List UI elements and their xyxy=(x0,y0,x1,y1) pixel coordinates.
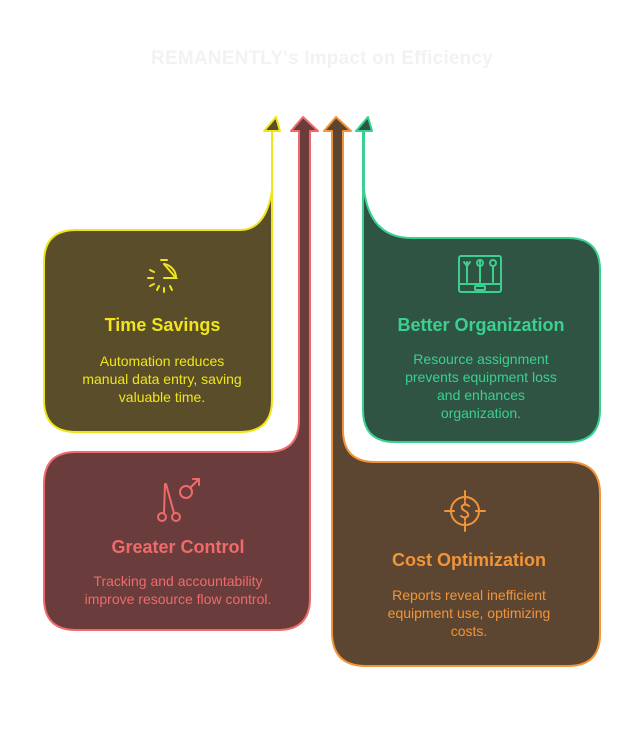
cost-optimization-line: equipment use, optimizing xyxy=(387,605,551,621)
greater-control-line: Tracking and accountability xyxy=(93,573,263,589)
stopwatch-icon xyxy=(142,254,186,303)
cost-optimization-shape xyxy=(323,116,601,667)
time-savings-title: Time Savings xyxy=(104,315,221,335)
better-organization-shape xyxy=(355,116,601,443)
greater-control-shape xyxy=(43,116,319,631)
cost-optimization-line: Reports reveal inefficient xyxy=(392,587,546,603)
target-dollar-icon xyxy=(442,488,488,539)
cost-optimization-description: Reports reveal inefficient equipment use… xyxy=(350,586,588,640)
greater-control-title: Greater Control xyxy=(111,537,245,557)
toolbox-icon xyxy=(456,252,504,305)
scissors-arrow-icon xyxy=(152,474,204,531)
greater-control-line: improve resource flow control. xyxy=(84,591,272,607)
time-savings-line: manual data entry, saving xyxy=(82,371,242,387)
better-organization-line: organization. xyxy=(440,405,522,421)
better-organization-line: Resource assignment xyxy=(413,351,549,367)
cost-optimization-line: costs. xyxy=(450,623,488,639)
better-organization-title: Better Organization xyxy=(397,315,565,335)
greater-control-description: Tracking and accountability improve reso… xyxy=(55,572,301,608)
better-organization-line: and enhances xyxy=(437,387,525,403)
time-savings-shape xyxy=(43,116,281,433)
time-savings-line: valuable time. xyxy=(118,389,206,405)
time-savings-description: Automation reduces manual data entry, sa… xyxy=(52,352,272,406)
diagram-title: REMANENTLY's Impact on Efficiency xyxy=(151,48,493,69)
better-organization-description: Resource assignment prevents equipment l… xyxy=(375,350,587,422)
better-organization-line: prevents equipment loss xyxy=(405,369,557,385)
time-savings-line: Automation reduces xyxy=(99,353,225,369)
cost-optimization-title: Cost Optimization xyxy=(392,550,546,570)
